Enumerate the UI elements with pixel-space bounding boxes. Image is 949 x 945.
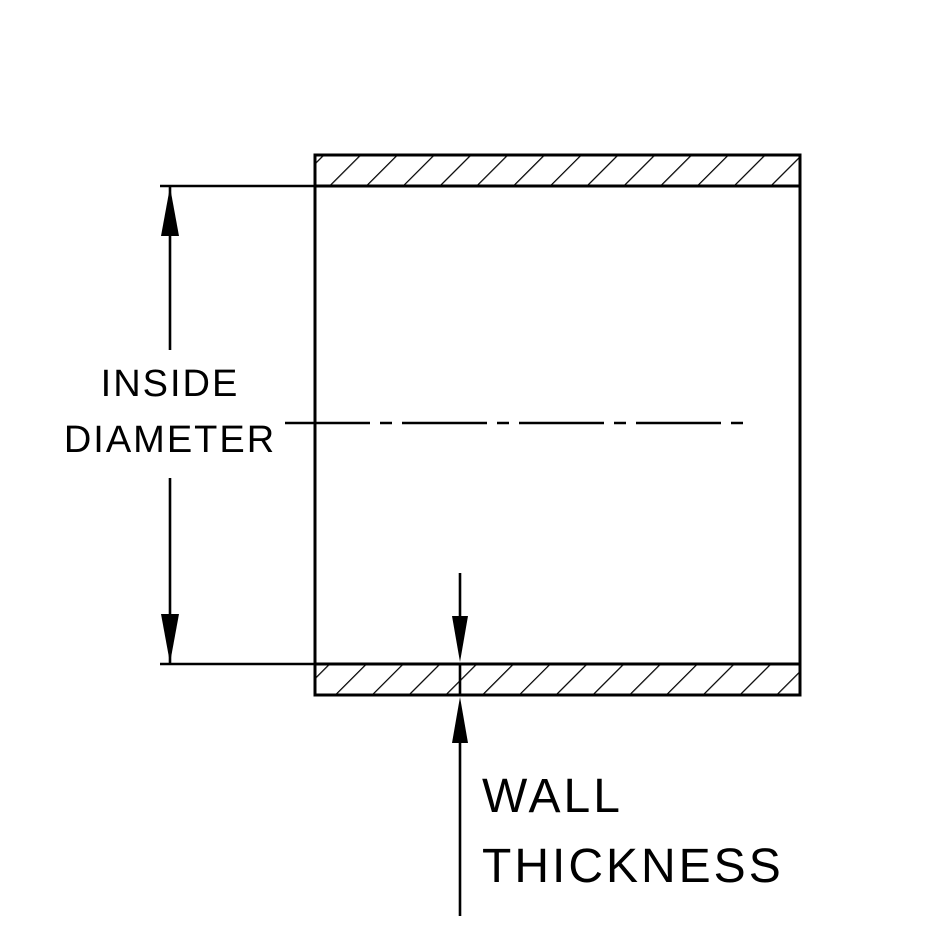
- wall-thickness-label-line1: WALL: [482, 770, 623, 823]
- tube-outline: [313, 153, 802, 697]
- up-arrow-icon: [452, 697, 468, 743]
- bottom-wall-hatch: [316, 665, 799, 694]
- top-wall-hatch: [316, 156, 799, 185]
- down-arrow-icon: [161, 614, 179, 663]
- inside-diameter-label-line1: INSIDE: [101, 363, 240, 405]
- tube-body: [285, 153, 802, 697]
- down-arrow-icon: [452, 616, 468, 662]
- wall-thickness-label-line2: THICKNESS: [482, 840, 784, 893]
- inside-diameter-label-line2: DIAMETER: [64, 419, 276, 461]
- up-arrow-icon: [161, 187, 179, 236]
- wall-thickness-callout: WALL THICKNESS: [452, 573, 784, 916]
- inside-diameter-dimension: INSIDE DIAMETER: [64, 184, 314, 666]
